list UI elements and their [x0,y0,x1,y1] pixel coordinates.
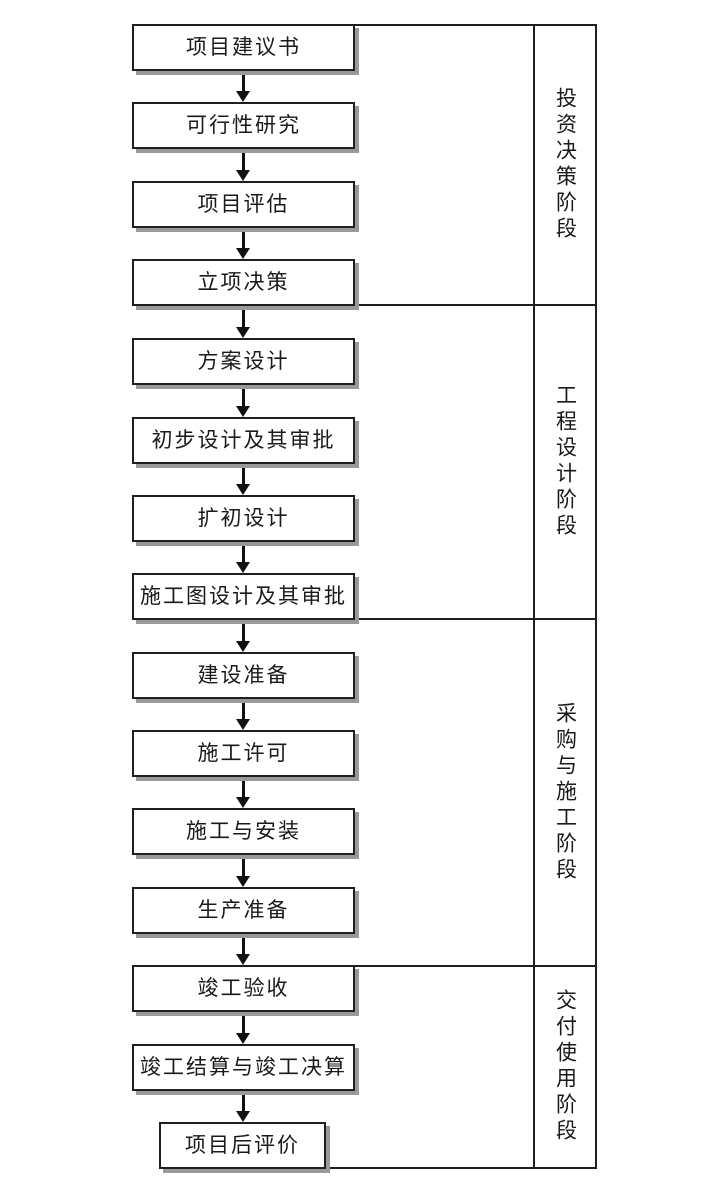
flow-step-construction-permit: 施工许可 [132,730,355,777]
phase-label-investment-decision: 投资决策阶段 [533,26,597,304]
down-arrow [236,228,250,259]
flow-step-production-preparation: 生产准备 [132,887,355,934]
flow-step-preliminary-design-approval: 初步设计及其审批 [132,417,355,464]
flow-step-post-project-evaluation: 项目后评价 [159,1122,326,1169]
flow-step-completion-acceptance: 竣工验收 [132,965,355,1012]
flow-step-label: 方案设计 [197,349,290,373]
flow-step-label: 竣工结算与竣工决算 [140,1055,347,1079]
down-arrow [236,1012,250,1044]
phase-divider [355,965,597,967]
phase-divider [355,618,597,620]
phase-label-text: 采购与施工阶段 [553,701,578,884]
flow-step-approval-decision: 立项决策 [132,259,355,306]
down-arrow [236,542,250,573]
flow-step-project-proposal: 项目建议书 [132,24,355,71]
flow-step-label: 初步设计及其审批 [151,428,336,452]
down-arrow [236,777,250,808]
flow-step-construction-and-installation: 施工与安装 [132,808,355,855]
flow-step-label: 项目评估 [197,192,290,216]
flow-step-scheme-design: 方案设计 [132,338,355,385]
flow-step-label: 立项决策 [197,270,290,294]
flow-step-label: 扩初设计 [197,506,290,530]
flow-step-feasibility-study: 可行性研究 [132,102,355,149]
flow-step-construction-drawing-design-approval: 施工图设计及其审批 [132,573,355,620]
flow-step-label: 施工与安装 [186,819,301,843]
phase-label-handover-use: 交付使用阶段 [533,967,597,1167]
phase-divider [355,304,597,306]
down-arrow [236,1091,250,1122]
down-arrow [236,306,250,338]
flow-step-completion-settlement-final-accounts: 竣工结算与竣工决算 [132,1044,355,1091]
flow-step-label: 竣工验收 [197,976,290,1000]
down-arrow [236,620,250,652]
phase-column [533,24,597,1169]
flow-step-label: 施工许可 [197,741,290,765]
flow-step-expanded-preliminary-design: 扩初设计 [132,495,355,542]
down-arrow [236,71,250,102]
flow-step-construction-preparation: 建设准备 [132,652,355,699]
flow-step-label: 建设准备 [197,663,290,687]
flow-step-label: 项目建议书 [186,35,301,59]
phase-boundary-top [355,24,597,26]
phase-boundary-bottom [326,1167,597,1169]
flow-step-label: 生产准备 [197,898,290,922]
down-arrow [236,149,250,181]
down-arrow [236,464,250,495]
phase-label-procurement-construction: 采购与施工阶段 [533,620,597,965]
flow-step-label: 施工图设计及其审批 [140,584,347,608]
phase-label-engineering-design: 工程设计阶段 [533,306,597,618]
down-arrow [236,699,250,730]
flow-step-label: 可行性研究 [186,113,301,137]
phase-label-text: 投资决策阶段 [553,87,578,243]
flow-step-label: 项目后评价 [185,1133,300,1157]
down-arrow [236,385,250,417]
down-arrow [236,934,250,965]
phase-label-text: 工程设计阶段 [553,384,578,540]
flow-step-project-evaluation: 项目评估 [132,181,355,228]
down-arrow [236,855,250,887]
phase-label-text: 交付使用阶段 [553,989,578,1145]
